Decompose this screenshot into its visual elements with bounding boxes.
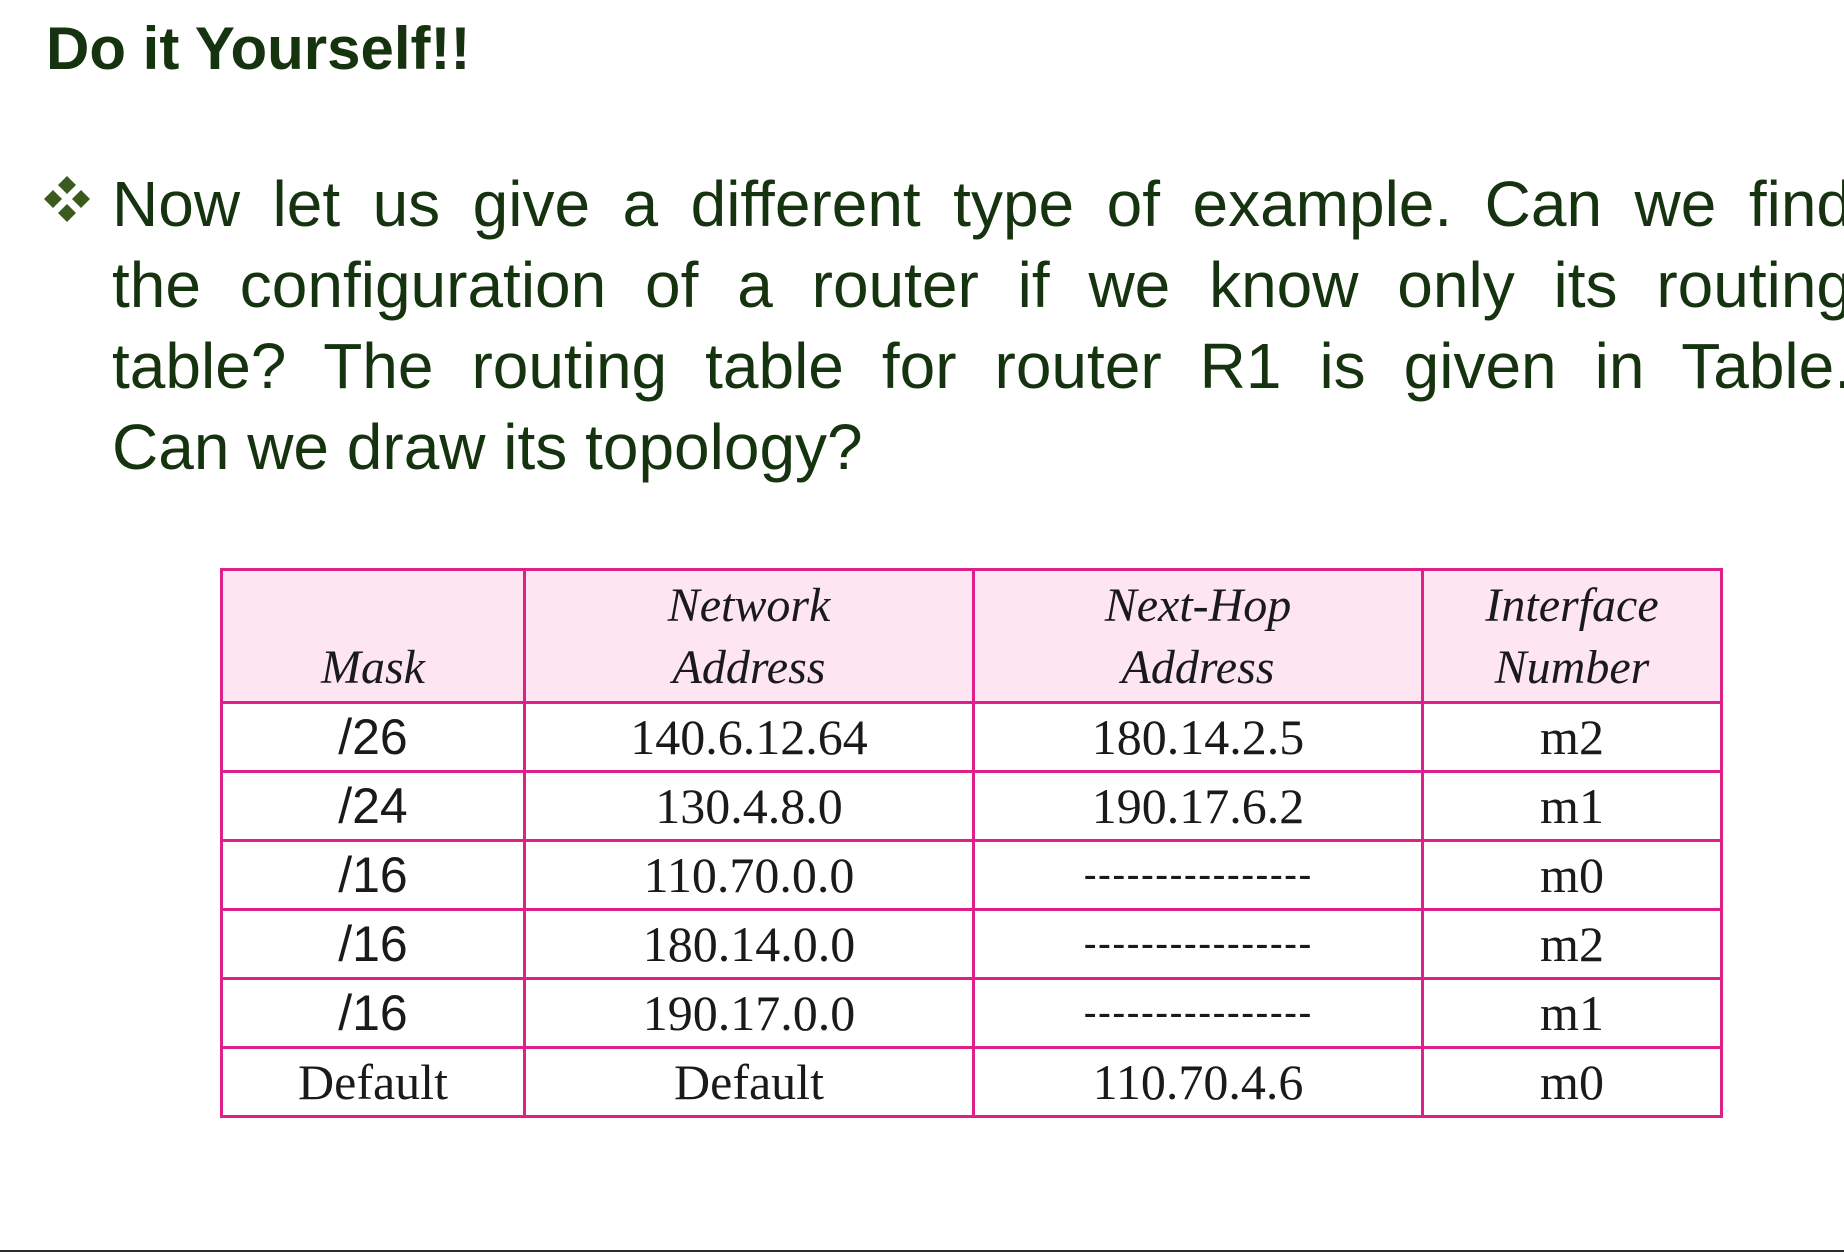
mask-cell: Default [220,1046,526,1118]
paragraph-line: Now let us give a different type of exam… [112,168,1844,240]
next-hop-cell: 110.70.4.6 [972,1046,1424,1118]
routing-table-figure: Mask Network Address Next-Hop Address In… [220,568,1723,1118]
bottom-divider [0,1250,1844,1252]
table-row: /24 130.4.8.0 190.17.6.2 m1 [220,770,1723,842]
next-hop-cell: ---------------- [972,839,1424,911]
slide-title: Do it Yourself!! [46,15,471,82]
mask-cell: /16 [220,977,526,1049]
table-row: /26 140.6.12.64 180.14.2.5 m2 [220,701,1723,773]
mask-cell: /16 [220,839,526,911]
next-hop-cell: 180.14.2.5 [972,701,1424,773]
interface-cell: m1 [1421,770,1723,842]
next-hop-cell: ---------------- [972,977,1424,1049]
four-diamond-bullet-icon [44,176,90,222]
table-header-row: Mask Network Address Next-Hop Address In… [220,568,1723,704]
network-address-cell: 130.4.8.0 [523,770,975,842]
next-hop-cell: 190.17.6.2 [972,770,1424,842]
header-next-hop-address: Next-Hop Address [972,568,1424,704]
next-hop-cell: ---------------- [972,908,1424,980]
network-address-cell: 190.17.0.0 [523,977,975,1049]
network-address-cell: 180.14.0.0 [523,908,975,980]
interface-cell: m0 [1421,839,1723,911]
table-row: /16 190.17.0.0 ---------------- m1 [220,977,1723,1049]
network-address-cell: 140.6.12.64 [523,701,975,773]
interface-cell: m2 [1421,908,1723,980]
mask-cell: /26 [220,701,526,773]
table-row: /16 180.14.0.0 ---------------- m2 [220,908,1723,980]
routing-table: Mask Network Address Next-Hop Address In… [220,568,1723,1118]
header-interface-number: Interface Number [1421,568,1723,704]
header-mask: Mask [220,568,526,704]
paragraph-line: the configuration of a router if we know… [112,249,1844,321]
network-address-cell: Default [523,1046,975,1118]
table-row: /16 110.70.0.0 ---------------- m0 [220,839,1723,911]
interface-cell: m2 [1421,701,1723,773]
paragraph-line: table? The routing table for router R1 i… [112,330,1844,402]
interface-cell: m0 [1421,1046,1723,1118]
mask-cell: /24 [220,770,526,842]
header-network-address: Network Address [523,568,975,704]
interface-cell: m1 [1421,977,1723,1049]
bullet-paragraph: Now let us give a different type of exam… [112,164,1844,488]
paragraph-line: Can we draw its topology? [112,411,863,483]
network-address-cell: 110.70.0.0 [523,839,975,911]
mask-cell: /16 [220,908,526,980]
table-row: Default Default 110.70.4.6 m0 [220,1046,1723,1118]
